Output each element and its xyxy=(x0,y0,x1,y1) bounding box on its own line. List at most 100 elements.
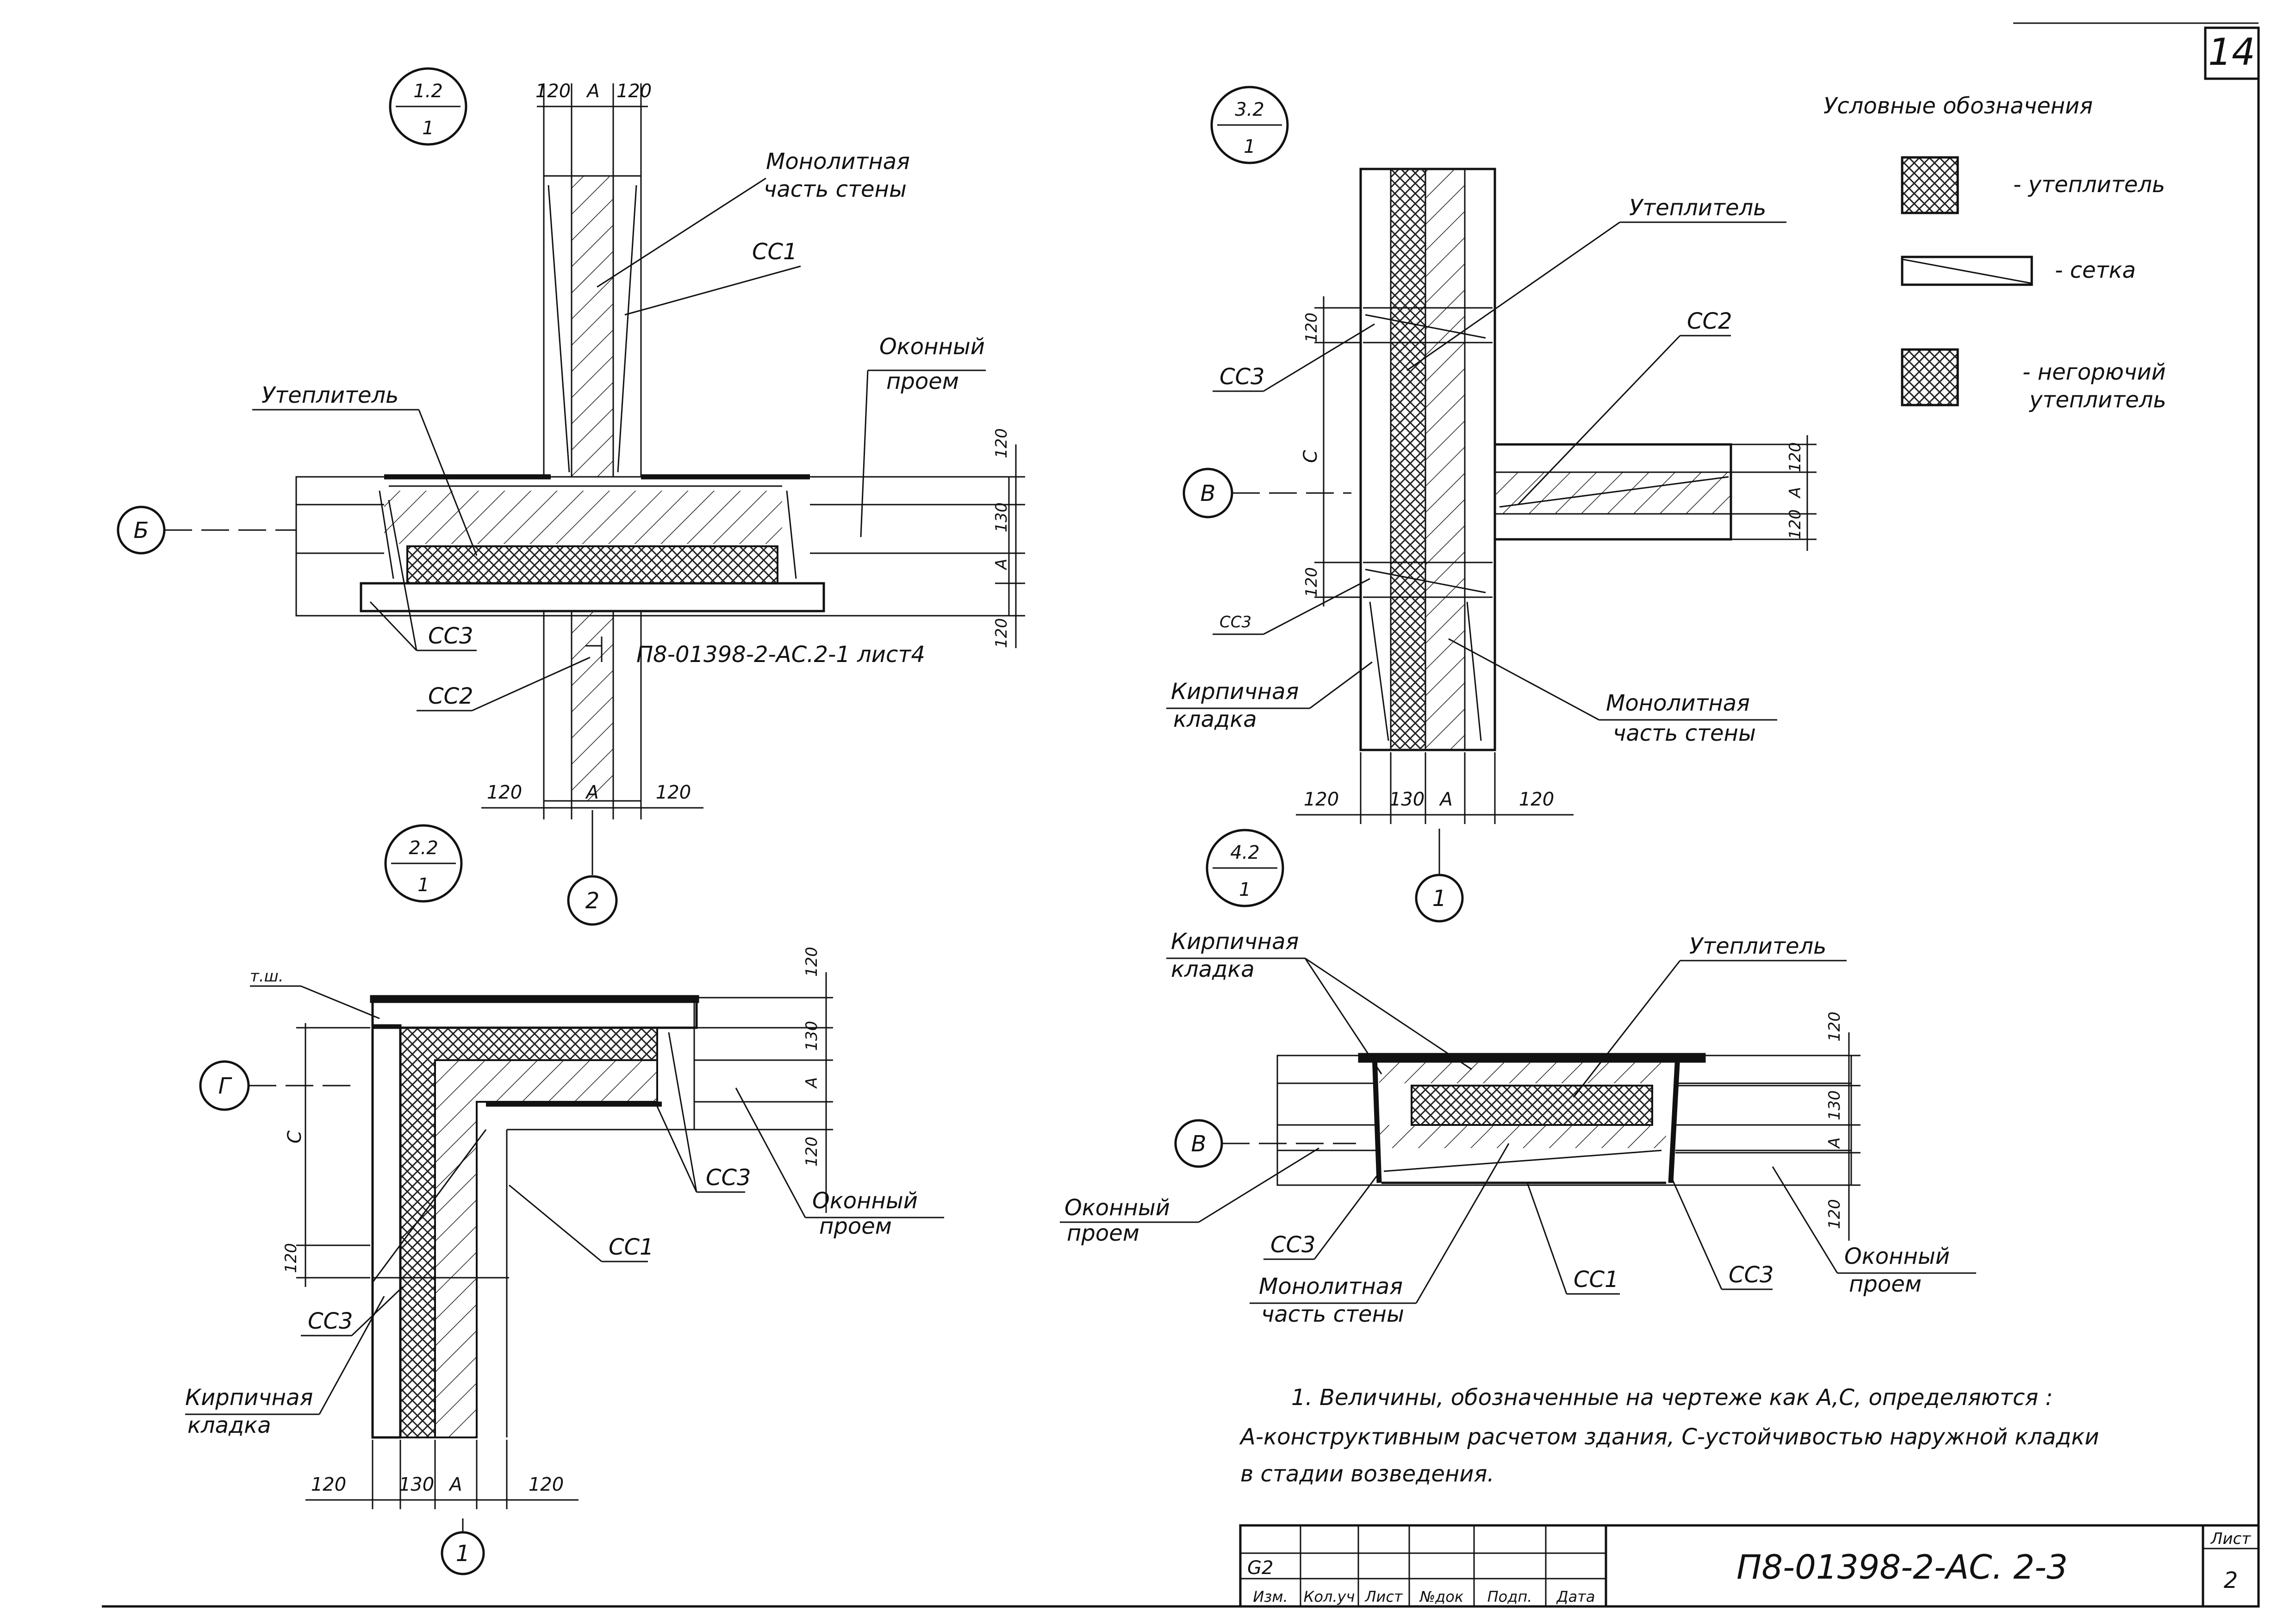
detail-2-dim-right-3: А xyxy=(803,1077,821,1089)
note-line-1: 1. Величины, обозначенные на чертеже как… xyxy=(1291,1385,2053,1411)
detail-4-label-window-left-1: Оконный xyxy=(1064,1195,1170,1221)
detail-2-label-tsh: т.ш. xyxy=(250,967,284,986)
detail-3-label-monolith-1: Монолитная xyxy=(1606,690,1750,716)
detail-3-dim-bottom-4: 120 xyxy=(1519,789,1554,810)
title-sheet-label: Лист xyxy=(2210,1530,2251,1548)
detail-3-dim-bottom-1: 120 xyxy=(1304,789,1339,810)
title-stamp-mark: G2 xyxy=(1247,1557,1273,1579)
legend-label-nonflammable-1: - негорючий xyxy=(2022,359,2166,385)
detail-3-label-brick-1: Кирпичная xyxy=(1171,679,1299,705)
detail-1-dim-bottom-3: 120 xyxy=(656,782,691,803)
detail-2-label-brick-2: кладка xyxy=(187,1412,271,1438)
legend-swatch-insulation xyxy=(1901,156,1959,214)
detail-2-dim-bottom-4: 120 xyxy=(529,1474,564,1495)
detail-4-dim-right-3: А xyxy=(1825,1137,1844,1149)
corner-number: 14 xyxy=(2208,31,2255,74)
detail-1-t-junction: 1.2 1 Б 2 xyxy=(117,67,1025,926)
detail-3-dim-right-1: 120 xyxy=(1786,442,1804,472)
detail-4-label-insulation: Утеплитель xyxy=(1689,933,1826,959)
legend-title: Условные обозначения xyxy=(1823,93,2093,119)
detail-4-axis-left: В xyxy=(1191,1131,1207,1157)
detail-3-dim-right-2: А xyxy=(1786,487,1804,499)
detail-1-label-cc1: СС1 xyxy=(752,239,797,265)
detail-2-dim-bottom-1: 120 xyxy=(311,1474,346,1495)
detail-1-axis-bottom: 2 xyxy=(585,888,600,914)
detail-4-label-cc3b: СС3 xyxy=(1729,1262,1774,1288)
detail-1-label-window-2: проем xyxy=(886,369,959,394)
detail-2-label-cc3b: СС3 xyxy=(308,1308,353,1334)
detail-4-dim-right-1: 120 xyxy=(1825,1012,1844,1042)
detail-4-label-monolith-1: Монолитная xyxy=(1259,1274,1403,1299)
detail-3-dim-bottom-3: А xyxy=(1438,789,1452,810)
detail-2-dim-bottom-2: 130 xyxy=(399,1474,434,1495)
detail-1-marker-bottom: 1 xyxy=(422,118,434,139)
detail-1-label-ref: П8-01398-2-АС.2-1 лист4 xyxy=(636,642,925,668)
detail-4-label-cc3a: СС3 xyxy=(1270,1232,1316,1258)
detail-4-label-window-left-2: проем xyxy=(1067,1220,1139,1246)
detail-1-label-cc3: СС3 xyxy=(428,623,473,649)
detail-2-dim-left-1: 120 xyxy=(282,1243,300,1273)
detail-1-dim-right-3: А xyxy=(992,559,1011,570)
detail-3-axis-bottom: 1 xyxy=(1432,886,1447,912)
detail-1-dim-bottom-1: 120 xyxy=(487,782,522,803)
detail-2-dim-c: С xyxy=(284,1131,305,1143)
detail-2-marker-bottom: 1 xyxy=(417,874,429,896)
detail-1-dim-right-1: 120 xyxy=(992,428,1011,458)
title-col-data: Дата xyxy=(1556,1588,1595,1605)
note-line-2: А-конструктивным расчетом здания, С-усто… xyxy=(1239,1424,2099,1450)
detail-3-marker-bottom: 1 xyxy=(1244,136,1255,157)
detail-4-pier: 4.2 1 В 120 130 А 120 Кирпичная кл xyxy=(1060,829,1976,1327)
detail-2-label-brick-1: Кирпичная xyxy=(185,1385,313,1411)
detail-3-dim-left-2: 120 xyxy=(1302,567,1321,597)
detail-3-dim-left-1: 120 xyxy=(1302,312,1321,343)
detail-3-label-cc2: СС2 xyxy=(1687,308,1732,334)
legend-mesh-diagonal xyxy=(1902,258,2032,284)
detail-1-label-monolith-1: Монолитная xyxy=(766,149,910,175)
detail-1-label-cc2: СС2 xyxy=(428,683,473,709)
title-doc-code: П8-01398-2-АС. 2-3 xyxy=(1736,1548,2068,1587)
detail-2-label-window-1: Оконный xyxy=(812,1188,918,1214)
detail-4-marker-bottom: 1 xyxy=(1239,879,1251,900)
detail-4-label-window-right-1: Оконный xyxy=(1844,1243,1950,1269)
detail-1-dim-top-3: 120 xyxy=(616,81,652,102)
detail-4-marker-top: 4.2 xyxy=(1230,842,1260,863)
detail-3-label-cc3b: СС3 xyxy=(1220,613,1251,631)
detail-1-dim-top-1: 120 xyxy=(535,81,571,102)
detail-4-label-cc1: СС1 xyxy=(1574,1267,1619,1293)
detail-1-dim-bottom-2: А xyxy=(585,782,598,803)
detail-2-dim-right-4: 120 xyxy=(803,1137,821,1167)
legend-label-mesh: - сетка xyxy=(2055,257,2136,283)
legend-label-nonflammable-2: утеплитель xyxy=(2028,387,2166,413)
detail-2-dim-bottom-3: А xyxy=(448,1474,462,1495)
detail-3-dim-right-3: 120 xyxy=(1786,509,1804,539)
title-col-podp: Подп. xyxy=(1487,1588,1532,1605)
detail-1-label-window-1: Оконный xyxy=(879,334,985,360)
detail-3-dim-bottom-2: 130 xyxy=(1389,789,1425,810)
detail-1-label-insulation: Утеплитель xyxy=(261,382,398,408)
detail-3-axis-left: В xyxy=(1201,481,1216,506)
detail-2-marker-top: 2.2 xyxy=(409,837,438,859)
title-col-ndok: №док xyxy=(1419,1588,1464,1605)
detail-1-label-monolith-2: часть стены xyxy=(764,176,907,202)
general-note: 1. Величины, обозначенные на чертеже как… xyxy=(1239,1385,2099,1487)
detail-2-axis-left: Г xyxy=(218,1073,232,1099)
detail-3-label-cc3a: СС3 xyxy=(1220,364,1265,390)
detail-1-dim-right-4: 120 xyxy=(992,618,1011,648)
detail-1-dim-right-2: 130 xyxy=(992,502,1011,532)
title-sheet-number: 2 xyxy=(2224,1568,2238,1593)
detail-2-corner: 2.2 1 Г 1 С 120 xyxy=(185,824,944,1575)
title-block: G2 Изм. Кол.уч Лист №док Подп. Дата П8-0… xyxy=(1239,1524,2260,1608)
detail-3-label-insulation: Утеплитель xyxy=(1629,195,1766,221)
detail-1-marker-top: 1.2 xyxy=(413,81,443,102)
legend-label-insulation: - утеплитель xyxy=(2013,172,2165,198)
detail-4-label-brick-1: Кирпичная xyxy=(1171,929,1299,955)
detail-1-dim-top-2: А xyxy=(585,81,599,102)
detail-1-axis-left: Б xyxy=(134,518,149,543)
detail-4-label-brick-2: кладка xyxy=(1171,956,1255,982)
detail-3-label-monolith-2: часть стены xyxy=(1613,720,1756,746)
detail-4-label-monolith-2: часть стены xyxy=(1261,1301,1404,1327)
detail-3-label-brick-2: кладка xyxy=(1173,706,1257,732)
detail-3-dim-c: С xyxy=(1300,450,1321,463)
title-col-izm: Изм. xyxy=(1253,1588,1288,1605)
